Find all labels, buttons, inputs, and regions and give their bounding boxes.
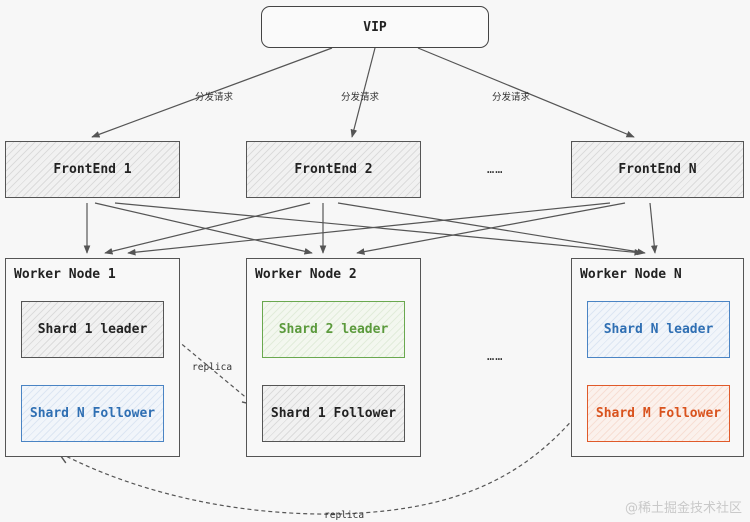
replica-label-1: replica [192,362,233,373]
replica-arrow-shard1 [165,330,255,405]
shard-m-follower-box: Shard M Follower [587,385,730,442]
shard-2-leader-label: Shard 2 leader [278,322,389,337]
replica-arrow-shardn [58,384,601,515]
dispatch-label-1: 分发请求 [195,92,234,103]
watermark: @稀土掘金技术社区 [624,501,742,516]
shard-2-leader-box: Shard 2 leader [262,301,405,358]
shard-1-leader-box: Shard 1 leader [21,301,164,358]
shard-m-follower-label: Shard M Follower [595,406,722,421]
shard-n-follower-box: Shard N Follower [21,385,164,442]
frontend-n-label: FrontEnd N [618,162,697,177]
arrow-fen-to-worker2 [356,202,626,255]
dispatch-label-2: 分发请求 [341,92,380,103]
frontend-1-box: FrontEnd 1 [5,141,180,198]
dispatch-label-3: 分发请求 [492,92,531,103]
frontend-2-box: FrontEnd 2 [246,141,421,198]
vip-box: VIP [261,6,489,48]
worker-node-2-title: Worker Node 2 [255,267,357,282]
replica-label-2: replica [324,510,365,521]
worker-node-n-title: Worker Node N [580,267,682,282]
arrow-fe2-to-worker1 [104,202,311,255]
shard-n-follower-label: Shard N Follower [29,406,156,421]
worker-ellipsis: …… [487,349,504,363]
frontend-ellipsis: …… [487,162,504,176]
arrow-vip-to-frontend-2 [350,47,376,138]
frontend-1-label: FrontEnd 1 [53,162,132,177]
arrow-vip-to-frontend-1 [91,47,333,138]
frontend-2-label: FrontEnd 2 [294,162,373,177]
arrow-fen-to-worker1 [127,202,611,256]
arrow-vip-to-frontend-n [417,47,635,138]
arrow-fe1-to-worker2 [94,202,313,255]
worker-node-1-title: Worker Node 1 [14,267,116,282]
arrow-fe1-to-workern [114,202,643,256]
arrow-fen-to-workern [649,202,658,254]
shard-n-leader-label: Shard N leader [603,322,714,337]
shard-1-follower-box: Shard 1 Follower [262,385,405,442]
shard-1-leader-label: Shard 1 leader [37,322,148,337]
shard-1-follower-label: Shard 1 Follower [270,406,397,421]
vip-label: VIP [363,19,387,35]
shard-n-leader-box: Shard N leader [587,301,730,358]
frontend-n-box: FrontEnd N [571,141,744,198]
